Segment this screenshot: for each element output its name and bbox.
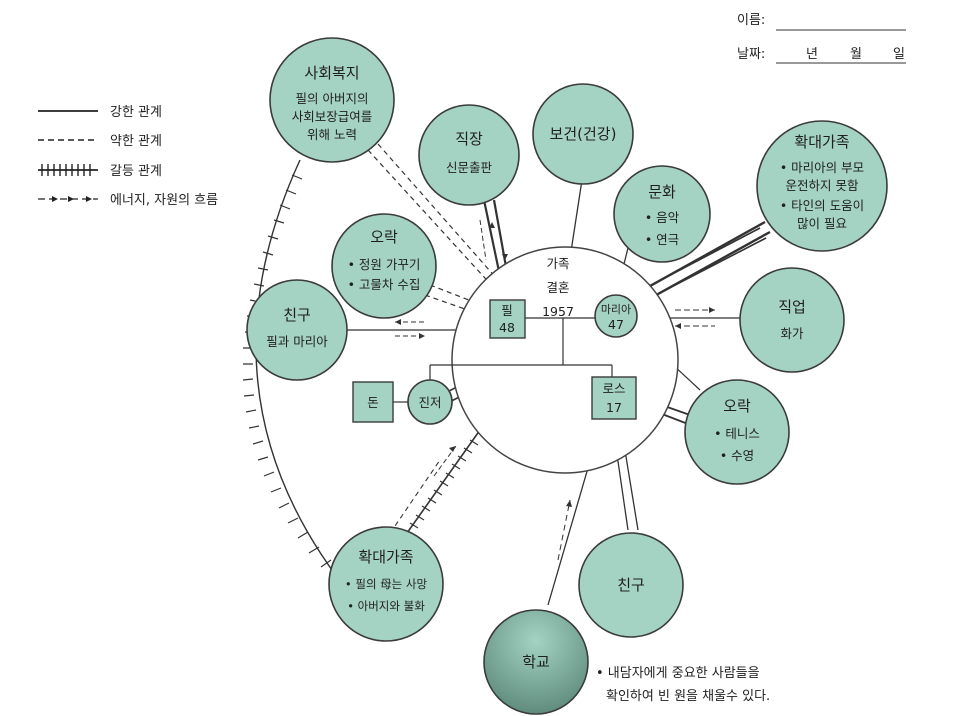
job-maria-line-1: 화가 xyxy=(780,326,804,341)
welfare-line-1: 필의 아버지의 xyxy=(296,91,369,106)
footnote-line-1: • 내담자에게 중요한 사람들을 xyxy=(596,666,760,681)
ext-phil-line-1: • 필의 母는 사망 xyxy=(345,577,428,591)
friends-pm-line-1: 필과 마리아 xyxy=(266,334,328,349)
culture-line-1: • 음악 xyxy=(645,210,680,225)
family-circle: 가족 결혼 1957 xyxy=(429,246,679,474)
legend-conflict-line xyxy=(38,164,98,176)
work-phil-title: 직장 xyxy=(455,130,483,148)
footnote-line-2: 확인하여 빈 원을 채울수 있다. xyxy=(606,689,770,704)
member-don[interactable]: 돈 xyxy=(352,381,408,423)
legend: 강한 관계 약한 관계 갈등 관계 에너지, 자원의 흐름 xyxy=(38,105,218,208)
rec-rose-line-2: • 수영 xyxy=(720,448,754,463)
node-rec-phil[interactable]: 오락 • 정원 가꾸기 • 고물차 수집 xyxy=(331,213,437,319)
rec-phil-line-2: • 고물차 수집 xyxy=(348,277,421,292)
legend-conflict-label: 갈등 관계 xyxy=(110,164,162,179)
legend-flow-label: 에너지, 자원의 흐름 xyxy=(110,193,218,208)
date-year: 년 xyxy=(806,47,818,62)
node-welfare[interactable]: 사회복지 필의 아버지의 사회보장급여를 위해 노력 xyxy=(269,37,395,163)
ext-maria-title: 확대가족 xyxy=(794,133,849,151)
work-phil-line-1: 신문출판 xyxy=(446,160,493,175)
node-friends-rose[interactable]: 친구 xyxy=(578,532,684,638)
node-rec-rose[interactable]: 오락 • 테니스 • 수영 xyxy=(684,379,790,485)
welfare-line-2: 사회보장급여를 xyxy=(292,109,373,124)
culture-title: 문화 xyxy=(648,183,676,201)
marriage-label: 결혼 xyxy=(546,280,569,295)
date-month: 월 xyxy=(850,47,862,62)
jinjeo-name: 진저 xyxy=(418,395,441,410)
ext-maria-line-3: • 타인의 도움이 xyxy=(780,198,864,213)
link-extphil-family xyxy=(394,429,481,551)
link-welfare-phil xyxy=(367,149,506,301)
node-school[interactable]: 학교 xyxy=(483,609,589,715)
legend-weak-label: 약한 관계 xyxy=(110,134,162,149)
node-culture[interactable]: 문화 • 음악 • 연극 xyxy=(613,165,711,263)
maria-age: 47 xyxy=(608,317,624,332)
rec-phil-title: 오락 xyxy=(370,228,398,246)
node-work-phil[interactable]: 직장 신문출판 xyxy=(418,104,520,206)
member-phil[interactable]: 필 48 xyxy=(489,299,526,339)
member-maria[interactable]: 마리아 47 xyxy=(594,294,638,338)
friends-rose-title: 친구 xyxy=(617,576,645,594)
node-ext-phil[interactable]: 확대가족 • 필의 母는 사망 • 아버지와 불화 xyxy=(328,526,444,642)
node-ext-maria[interactable]: 확대가족 • 마리아의 부모 운전하지 못함 • 타인의 도움이 많이 필요 xyxy=(756,120,888,252)
welfare-title: 사회복지 xyxy=(304,64,359,82)
rec-rose-line-1: • 테니스 xyxy=(714,426,760,441)
node-job-maria[interactable]: 직업 화가 xyxy=(739,267,845,373)
footnote: • 내담자에게 중요한 사람들을 확인하여 빈 원을 채울수 있다. xyxy=(596,666,770,704)
name-label: 이름: xyxy=(737,13,765,28)
rec-phil-line-1: • 정원 가꾸기 xyxy=(348,257,421,272)
culture-line-2: • 연극 xyxy=(645,232,679,247)
don-name: 돈 xyxy=(367,395,379,410)
maria-name: 마리아 xyxy=(601,303,631,316)
legend-strong-label: 강한 관계 xyxy=(110,105,162,120)
welfare-line-3: 위해 노력 xyxy=(307,127,357,142)
date-label: 날짜: xyxy=(737,47,765,62)
ext-maria-line-2: 운전하지 못함 xyxy=(786,178,859,193)
marriage-year: 1957 xyxy=(542,304,574,319)
conflict-welfare-extfamily xyxy=(255,159,356,601)
ext-maria-line-1: • 마리아의 부모 xyxy=(780,160,864,175)
family-label: 가족 xyxy=(546,256,569,271)
ext-phil-line-2: • 아버지와 불화 xyxy=(347,599,425,613)
legend-flow-arrows xyxy=(38,196,98,202)
date-day: 일 xyxy=(893,47,905,62)
school-title: 학교 xyxy=(522,653,550,671)
node-friends-pm[interactable]: 친구 필과 마리아 xyxy=(246,279,348,381)
member-rose[interactable]: 로스 17 xyxy=(591,376,637,420)
ext-phil-title: 확대가족 xyxy=(358,548,413,566)
flow-arrows xyxy=(395,219,715,561)
header: 이름: 날짜: 년 월 일 xyxy=(737,13,906,64)
rose-name: 로스 xyxy=(602,381,625,396)
friends-pm-title: 친구 xyxy=(283,306,311,324)
health-title: 보건(건강) xyxy=(550,125,617,143)
job-maria-title: 직업 xyxy=(778,298,806,316)
rose-age: 17 xyxy=(606,400,622,415)
node-health[interactable]: 보건(건강) xyxy=(532,83,634,185)
link-health-family xyxy=(569,179,583,259)
phil-age: 48 xyxy=(499,320,515,335)
member-jinjeo[interactable]: 진저 xyxy=(407,379,453,425)
ext-maria-line-4: 많이 필요 xyxy=(797,216,847,231)
link-recphil-phil xyxy=(429,284,501,313)
rec-rose-title: 오락 xyxy=(723,397,751,415)
phil-name: 필 xyxy=(501,303,513,318)
